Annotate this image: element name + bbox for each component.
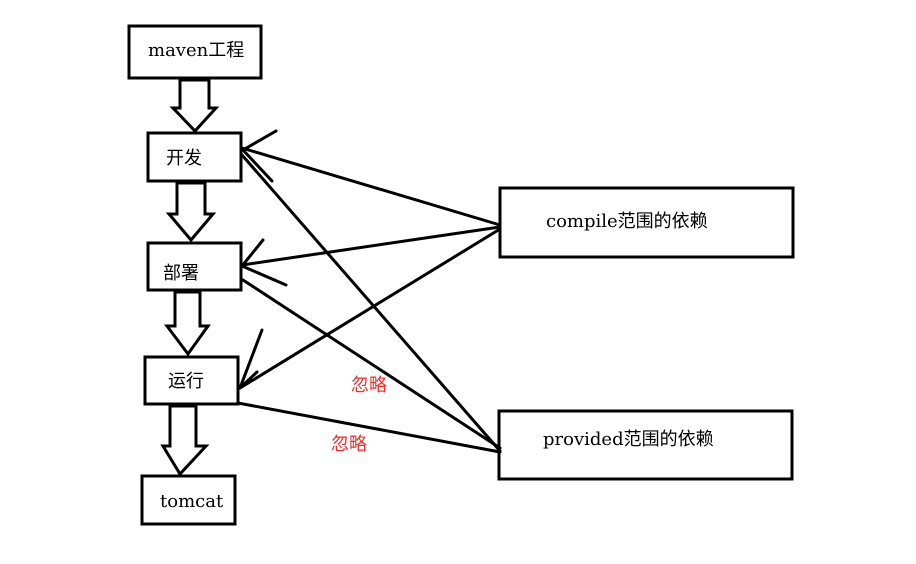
compile-to-deploy-line <box>240 225 502 267</box>
develop-box <box>146 131 243 183</box>
ignore-note-deploy: 忽略 <box>351 375 387 396</box>
provided-to-run-line <box>236 401 502 454</box>
tomcat-label: tomcat <box>160 491 224 512</box>
compile-to-develop-line <box>240 146 502 227</box>
maven-project-box <box>127 24 263 80</box>
arrowhead-run <box>238 328 264 390</box>
arrowhead-develop <box>240 129 278 183</box>
compile-to-run-line <box>238 227 502 390</box>
block-arrow-maven-to-develop <box>169 78 220 134</box>
run-label: 运行 <box>168 371 204 392</box>
ignore-note-run: 忽略 <box>331 434 367 455</box>
block-arrow-develop-to-deploy <box>165 181 217 243</box>
block-arrow-run-to-tomcat <box>160 404 210 477</box>
compile-scope-box <box>498 186 795 259</box>
provided-to-develop-line <box>240 153 502 453</box>
arrowhead-deploy <box>239 238 288 287</box>
block-arrow-deploy-to-run <box>164 290 211 357</box>
deploy-label: 部署 <box>163 263 199 284</box>
provided-scope-box <box>497 409 794 481</box>
run-box <box>143 355 240 406</box>
provided-to-deploy-line <box>241 278 502 450</box>
develop-label: 开发 <box>166 148 202 169</box>
tomcat-box <box>140 474 237 526</box>
provided-scope-label: provided范围的依赖 <box>543 429 714 450</box>
maven-project-label: maven工程 <box>148 40 244 61</box>
compile-scope-label: compile范围的依赖 <box>546 211 708 232</box>
